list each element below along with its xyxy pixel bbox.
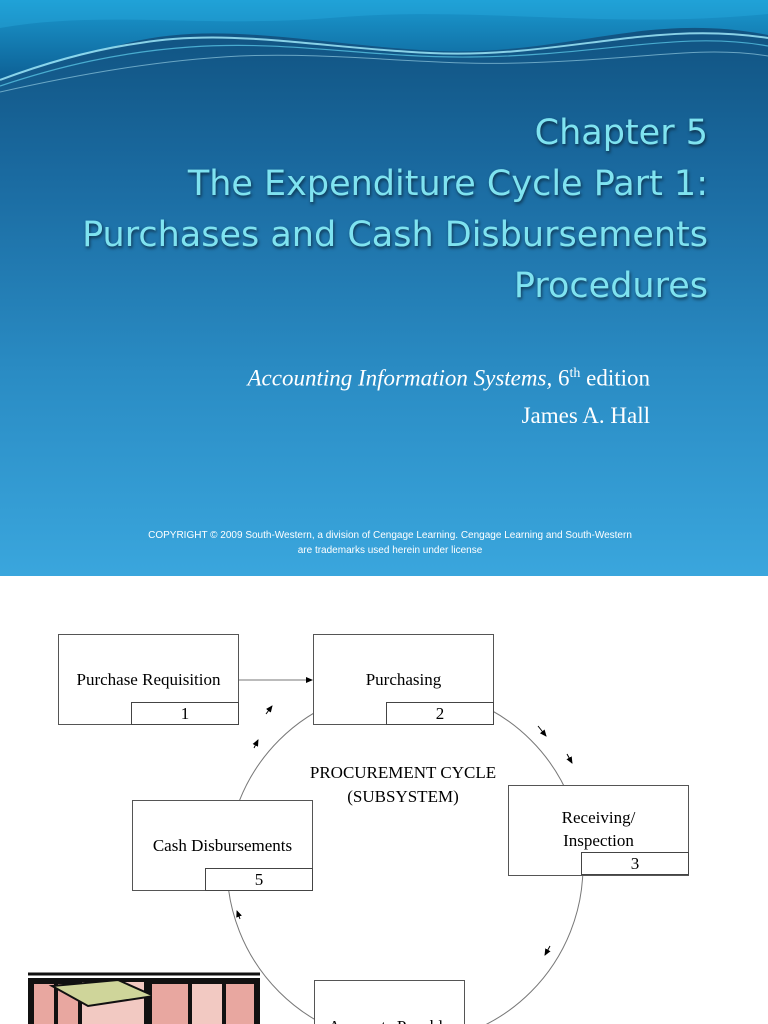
receiving-inspection-box: Receiving/ Inspection 3	[508, 785, 689, 876]
slide-title: Chapter 5 The Expenditure Cycle Part 1: …	[28, 108, 708, 312]
title-line: Purchases and Cash Disbursements	[82, 215, 708, 255]
purchase-requisition-box: Purchase Requisition 1	[58, 634, 239, 725]
accounts-payable-box: Accounts Payable	[314, 980, 465, 1024]
box-number: 5	[205, 868, 313, 891]
edition-suffix: th	[569, 366, 581, 381]
box-number: 1	[131, 702, 239, 725]
box-label-line: Receiving/	[561, 808, 636, 827]
book-title: Accounting Information Systems,	[247, 365, 553, 391]
edition-number: 6	[557, 365, 570, 391]
copyright-line: COPYRIGHT © 2009 South-Western, a divisi…	[148, 530, 632, 541]
title-line: Chapter 5	[534, 113, 708, 153]
edition-word: edition	[586, 365, 650, 391]
purchasing-box: Purchasing 2	[313, 634, 494, 725]
copyright-line: are trademarks used herein under license	[297, 545, 483, 556]
box-label: Accounts Payable	[315, 1015, 464, 1024]
slide-subtitle: Accounting Information Systems, 6th edit…	[248, 355, 651, 434]
box-number: 2	[386, 702, 494, 725]
title-line: The Expenditure Cycle Part 1:	[187, 164, 708, 204]
box-label: Purchasing	[365, 670, 442, 689]
copyright-notice: COPYRIGHT © 2009 South-Western, a divisi…	[0, 528, 768, 558]
procurement-diagram-slide: PROCUREMENT CYCLE (SUBSYSTEM) Purchase R…	[0, 576, 768, 1024]
wave-decoration	[0, 0, 768, 93]
book-line: Accounting Information Systems, 6th edit…	[248, 355, 651, 397]
filing-cabinet-clipart	[28, 972, 260, 1024]
author: James A. Hall	[521, 402, 650, 428]
center-label-line: (SUBSYSTEM)	[347, 787, 459, 806]
cash-disbursements-box: Cash Disbursements 5	[132, 800, 313, 891]
procurement-cycle-label: PROCUREMENT CYCLE (SUBSYSTEM)	[270, 761, 536, 809]
box-label: Cash Disbursements	[152, 836, 293, 855]
title-line: Procedures	[513, 266, 708, 306]
box-label-line: Inspection	[563, 831, 634, 850]
box-number: 3	[581, 852, 689, 875]
box-label: Receiving/ Inspection	[509, 806, 688, 852]
title-slide: Chapter 5 The Expenditure Cycle Part 1: …	[0, 0, 768, 576]
box-label: Purchase Requisition	[76, 670, 221, 689]
center-label-line: PROCUREMENT CYCLE	[309, 763, 497, 782]
